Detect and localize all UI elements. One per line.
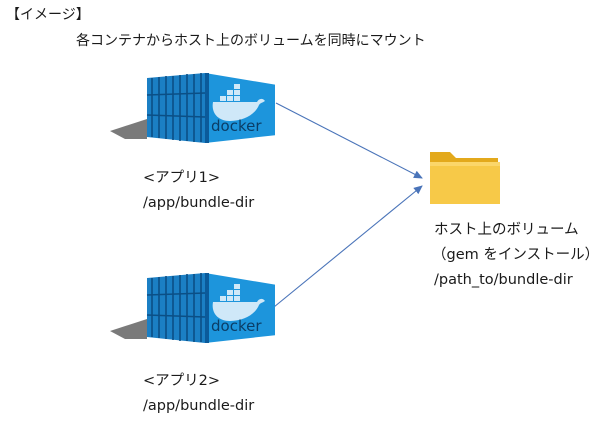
arrow-app2-to-volume	[273, 185, 423, 308]
host-volume-path: /path_to/bundle-dir	[434, 272, 573, 288]
app2-label: <アプリ2>	[143, 373, 221, 389]
folder-icon	[426, 148, 504, 208]
app1-mount-path: /app/bundle-dir	[143, 195, 255, 211]
docker-container-icon: docker	[105, 265, 277, 345]
host-volume-title: ホスト上のボリューム	[434, 222, 579, 238]
docker-container-icon: docker	[105, 65, 277, 145]
diagram-subtitle: 各コンテナからホスト上のボリュームを同時にマウント	[76, 33, 426, 49]
page-heading: 【イメージ】	[6, 7, 90, 23]
host-volume-subtitle: （gem をインストール）	[432, 247, 600, 263]
docker-logo-text: docker	[211, 317, 262, 335]
arrow-app1-to-volume	[275, 102, 423, 179]
app1-label: <アプリ1>	[143, 170, 221, 186]
app2-mount-path: /app/bundle-dir	[143, 398, 255, 414]
docker-logo-text: docker	[211, 117, 262, 135]
